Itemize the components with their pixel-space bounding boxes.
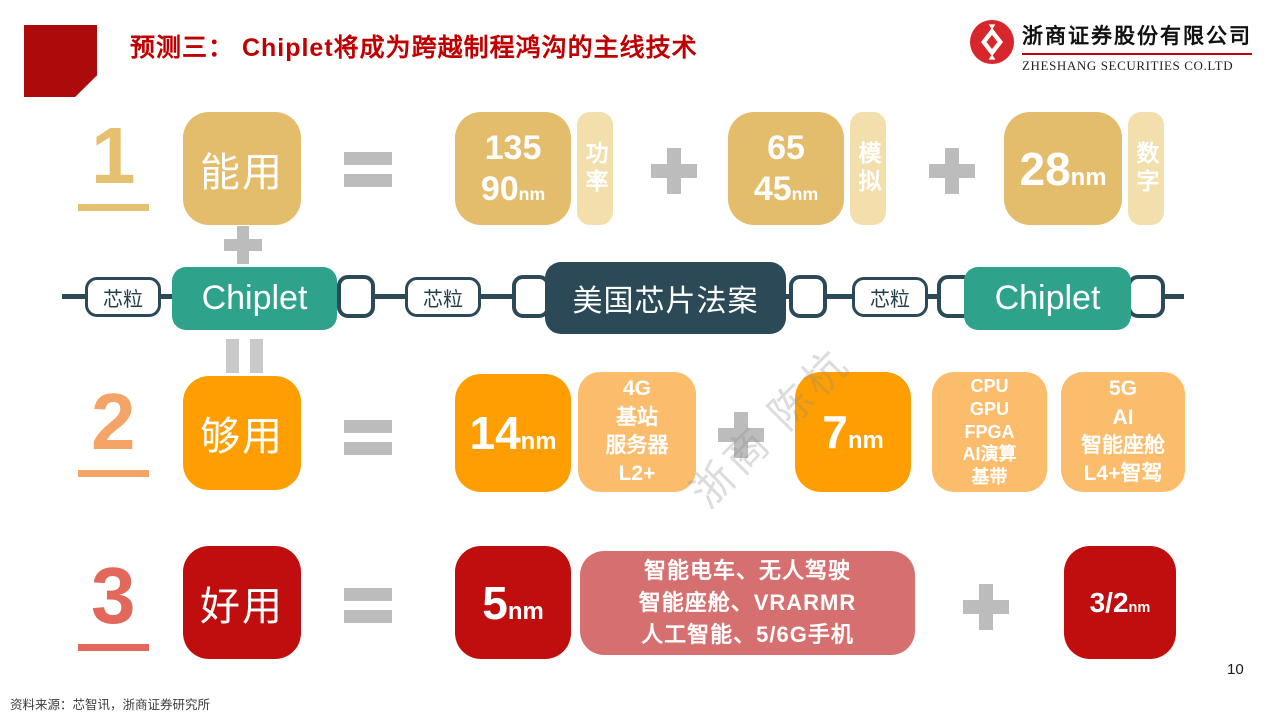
chain-link-icon: [789, 275, 827, 318]
chain-link-icon: [337, 275, 375, 318]
row3-label: 好用: [200, 584, 284, 629]
node-value: 28nm: [1019, 142, 1107, 195]
logo-text: 浙商证券股份有限公司 ZHESHANG SECURITIES CO.LTD: [1022, 20, 1252, 74]
node-3-2nm: 3/2nm: [1064, 546, 1176, 659]
zheshang-logo-icon: [970, 20, 1014, 64]
step-1-number: 1: [78, 116, 149, 211]
app-line: 基站: [616, 405, 658, 429]
plus-icon: [929, 148, 975, 194]
chain-link-icon: [1127, 275, 1165, 318]
chip-node-2: 芯粒: [405, 277, 481, 317]
node-value: 65: [767, 129, 805, 168]
node-28nm: 28nm: [1004, 112, 1122, 225]
app-line: 智能座舱、VRARMR: [638, 590, 857, 616]
step-2-number: 2: [78, 382, 149, 477]
node-value: 90nm: [480, 169, 546, 208]
apps-box-4g: 4G 基站 服务器 L2+: [578, 372, 696, 492]
chiplet-label: Chiplet: [994, 279, 1101, 317]
us-chips-act-box: 美国芯片法案: [545, 262, 786, 334]
node-value: 14nm: [469, 407, 557, 459]
chip-node-label: 芯粒: [423, 288, 463, 311]
equals-icon: [344, 420, 392, 455]
node-135-90nm: 135 90nm: [455, 112, 571, 225]
row2-label-box: 够用: [183, 376, 301, 490]
tag-digital: 数字: [1128, 112, 1164, 225]
page-title: 预测三： Chiplet将成为跨越制程鸿沟的主线技术: [130, 34, 698, 62]
node-value: 135: [484, 129, 542, 168]
apps-box-cpu: CPU GPU FPGA AI演算 基带: [932, 372, 1047, 492]
app-line: 5G: [1108, 377, 1137, 401]
chip-node-label: 芯粒: [870, 288, 910, 311]
tag-power: 功率: [577, 112, 613, 225]
app-line: AI: [1112, 405, 1134, 429]
tag-power-label: 功率: [582, 140, 608, 197]
app-line: 基带: [971, 467, 1008, 487]
app-line: GPU: [969, 398, 1009, 419]
plus-icon: [718, 412, 764, 458]
app-line: AI演算: [962, 444, 1017, 465]
equals-icon: [344, 152, 392, 187]
chip-node-3: 芯粒: [852, 277, 928, 317]
app-line: 服务器: [605, 434, 669, 457]
app-line: CPU: [970, 376, 1009, 397]
corner-mark: [24, 25, 97, 97]
node-value: 5nm: [482, 576, 544, 629]
node-14nm: 14nm: [455, 374, 571, 492]
logo-company-name-en: ZHESHANG SECURITIES CO.LTD: [1022, 58, 1234, 73]
row2-label: 够用: [200, 415, 284, 459]
chip-node-label: 芯粒: [103, 288, 143, 311]
app-line: FPGA: [964, 421, 1015, 442]
node-value: 45nm: [753, 169, 819, 208]
apps-box-5g: 5G AI 智能座舱 L4+智驾: [1061, 372, 1185, 492]
chip-node-1: 芯粒: [85, 277, 161, 317]
row1-label-box: 能用: [183, 112, 301, 225]
vertical-equals-icon: [226, 339, 263, 373]
plus-icon: [963, 584, 1009, 630]
logo-company-name-cn: 浙商证券股份有限公司: [1022, 20, 1252, 55]
equals-icon: [344, 588, 392, 623]
row1-label: 能用: [200, 150, 284, 195]
app-line: 人工智能、5/6G手机: [641, 621, 854, 647]
node-value: 7nm: [822, 406, 884, 458]
tag-digital-label: 数字: [1133, 140, 1159, 197]
chiplet-box-2: Chiplet: [964, 267, 1131, 330]
node-5nm: 5nm: [455, 546, 571, 659]
plus-icon: [224, 226, 262, 264]
us-chips-act-label: 美国芯片法案: [572, 285, 759, 318]
plus-icon: [651, 148, 697, 194]
app-line: 智能座舱: [1081, 434, 1165, 457]
tag-analog: 模拟: [850, 112, 886, 225]
page-number: 10: [1227, 661, 1244, 678]
source-note: 资料来源：芯智讯，浙商证券研究所: [10, 698, 211, 712]
app-line: L4+智驾: [1083, 462, 1163, 486]
node-value: 3/2nm: [1089, 586, 1151, 618]
app-line: 4G: [622, 377, 651, 401]
app-line: L2+: [618, 462, 656, 486]
tag-analog-label: 模拟: [855, 140, 881, 197]
company-logo: 浙商证券股份有限公司 ZHESHANG SECURITIES CO.LTD: [970, 20, 1252, 74]
chiplet-label: Chiplet: [201, 279, 308, 317]
row3-label-box: 好用: [183, 546, 301, 659]
step-3-number: 3: [78, 556, 149, 651]
chiplet-box-1: Chiplet: [172, 267, 337, 330]
node-65-45nm: 65 45nm: [728, 112, 844, 225]
node-7nm: 7nm: [795, 372, 911, 492]
apps-box-smart: 智能电车、无人驾驶 智能座舱、VRARMR 人工智能、5/6G手机: [580, 551, 915, 655]
app-line: 智能电车、无人驾驶: [643, 558, 851, 584]
